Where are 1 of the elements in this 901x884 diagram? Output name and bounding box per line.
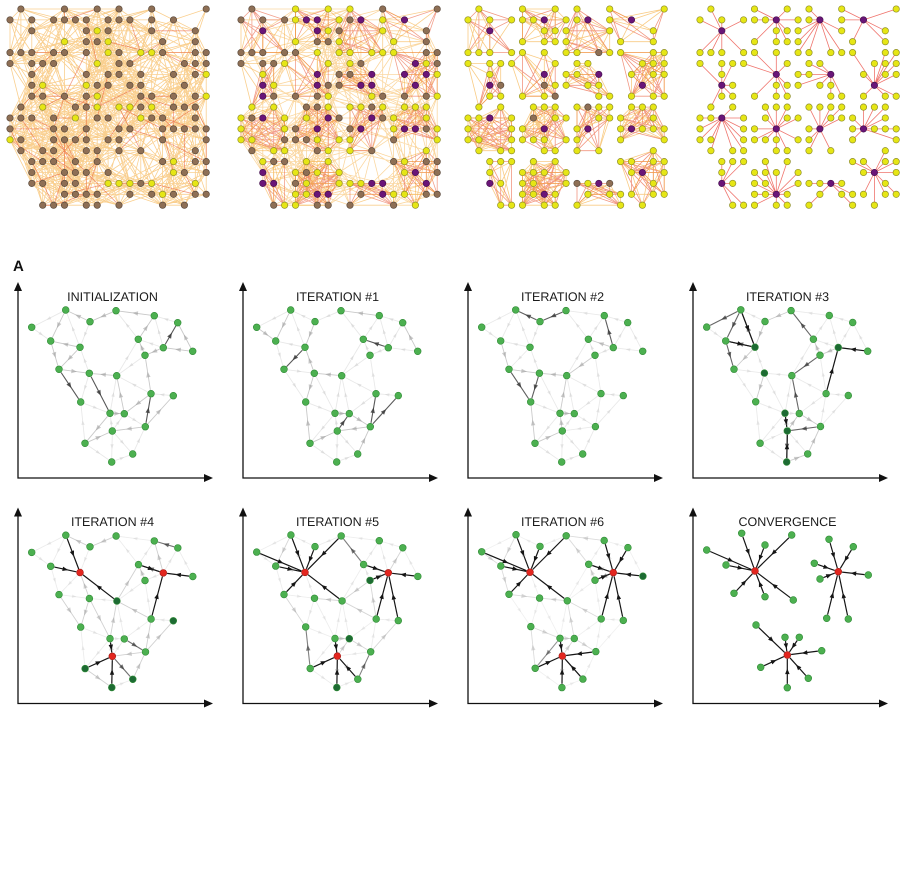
panel-letter: A	[13, 259, 24, 276]
